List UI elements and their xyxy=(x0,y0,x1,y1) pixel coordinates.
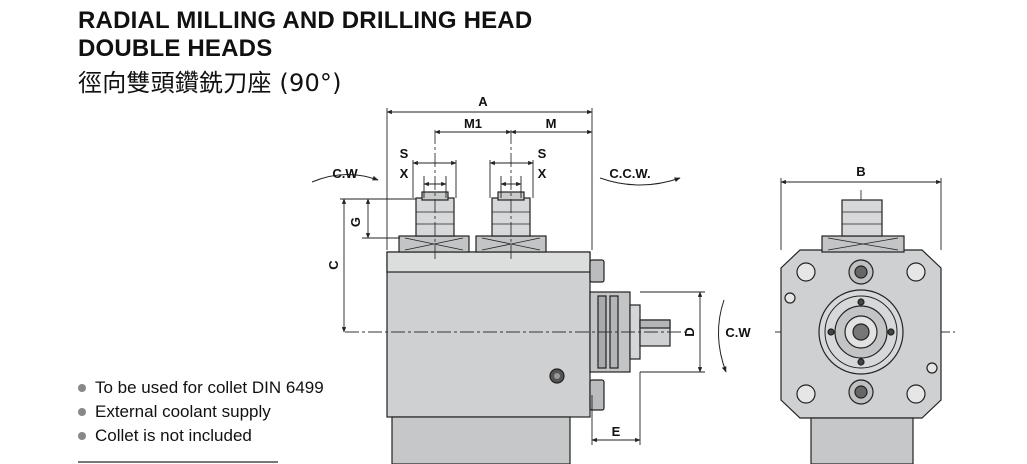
dim-label-m: M xyxy=(546,116,557,131)
bullet-icon xyxy=(78,408,86,416)
rotation-arrow-cw xyxy=(311,173,379,183)
mount-hole xyxy=(906,262,926,282)
dim-label-e: E xyxy=(612,424,621,439)
bullet-icon xyxy=(78,432,86,440)
front-body xyxy=(386,251,591,418)
side-view xyxy=(780,199,942,464)
feature-text: Collet is not included xyxy=(95,426,252,445)
dim-label-g: G xyxy=(348,217,363,227)
side-shank xyxy=(810,417,914,464)
feature-item: External coolant supply xyxy=(78,400,324,424)
mount-hole xyxy=(796,384,816,404)
dim-label-d: D xyxy=(682,327,697,336)
dim-label-s-left: S xyxy=(400,146,409,161)
dim-label-m1: M1 xyxy=(464,116,482,131)
front-body-top xyxy=(386,251,591,273)
title-line-1: RADIAL MILLING AND DRILLING HEAD xyxy=(78,7,533,34)
side-collet-nut xyxy=(841,199,883,237)
title-line-chinese: 徑向雙頭鑽銑刀座 (90°) xyxy=(78,69,342,97)
feature-item: To be used for collet DIN 6499 xyxy=(78,376,324,400)
footer-rule xyxy=(78,461,278,463)
dim-label-b: B xyxy=(856,164,865,179)
mount-hole xyxy=(796,262,816,282)
feature-text: External coolant supply xyxy=(95,402,271,421)
rotation-arrow-ccw xyxy=(599,177,681,186)
dim-label-x-left: X xyxy=(400,166,409,181)
feature-text: To be used for collet DIN 6499 xyxy=(95,378,324,397)
dim-label-a: A xyxy=(478,94,488,109)
side-boss-bottom xyxy=(589,379,605,411)
feature-list: To be used for collet DIN 6499 External … xyxy=(78,376,324,448)
title-line-2: DOUBLE HEADS xyxy=(78,35,273,62)
dim-label-s-right: S xyxy=(538,146,547,161)
rotation-label-ccw: C.C.W. xyxy=(609,166,650,181)
side-boss-top xyxy=(589,259,605,283)
bullet-icon xyxy=(78,384,86,392)
rotation-arrow-output xyxy=(717,299,727,373)
front-view xyxy=(386,191,671,464)
feature-item: Collet is not included xyxy=(78,424,324,448)
dim-label-c: C xyxy=(326,260,341,270)
dim-label-x-right: X xyxy=(538,166,547,181)
front-shank xyxy=(391,416,571,464)
mount-hole xyxy=(906,384,926,404)
rotation-label-cw: C.W xyxy=(332,166,358,181)
rotation-label-output: C.W xyxy=(725,325,751,340)
